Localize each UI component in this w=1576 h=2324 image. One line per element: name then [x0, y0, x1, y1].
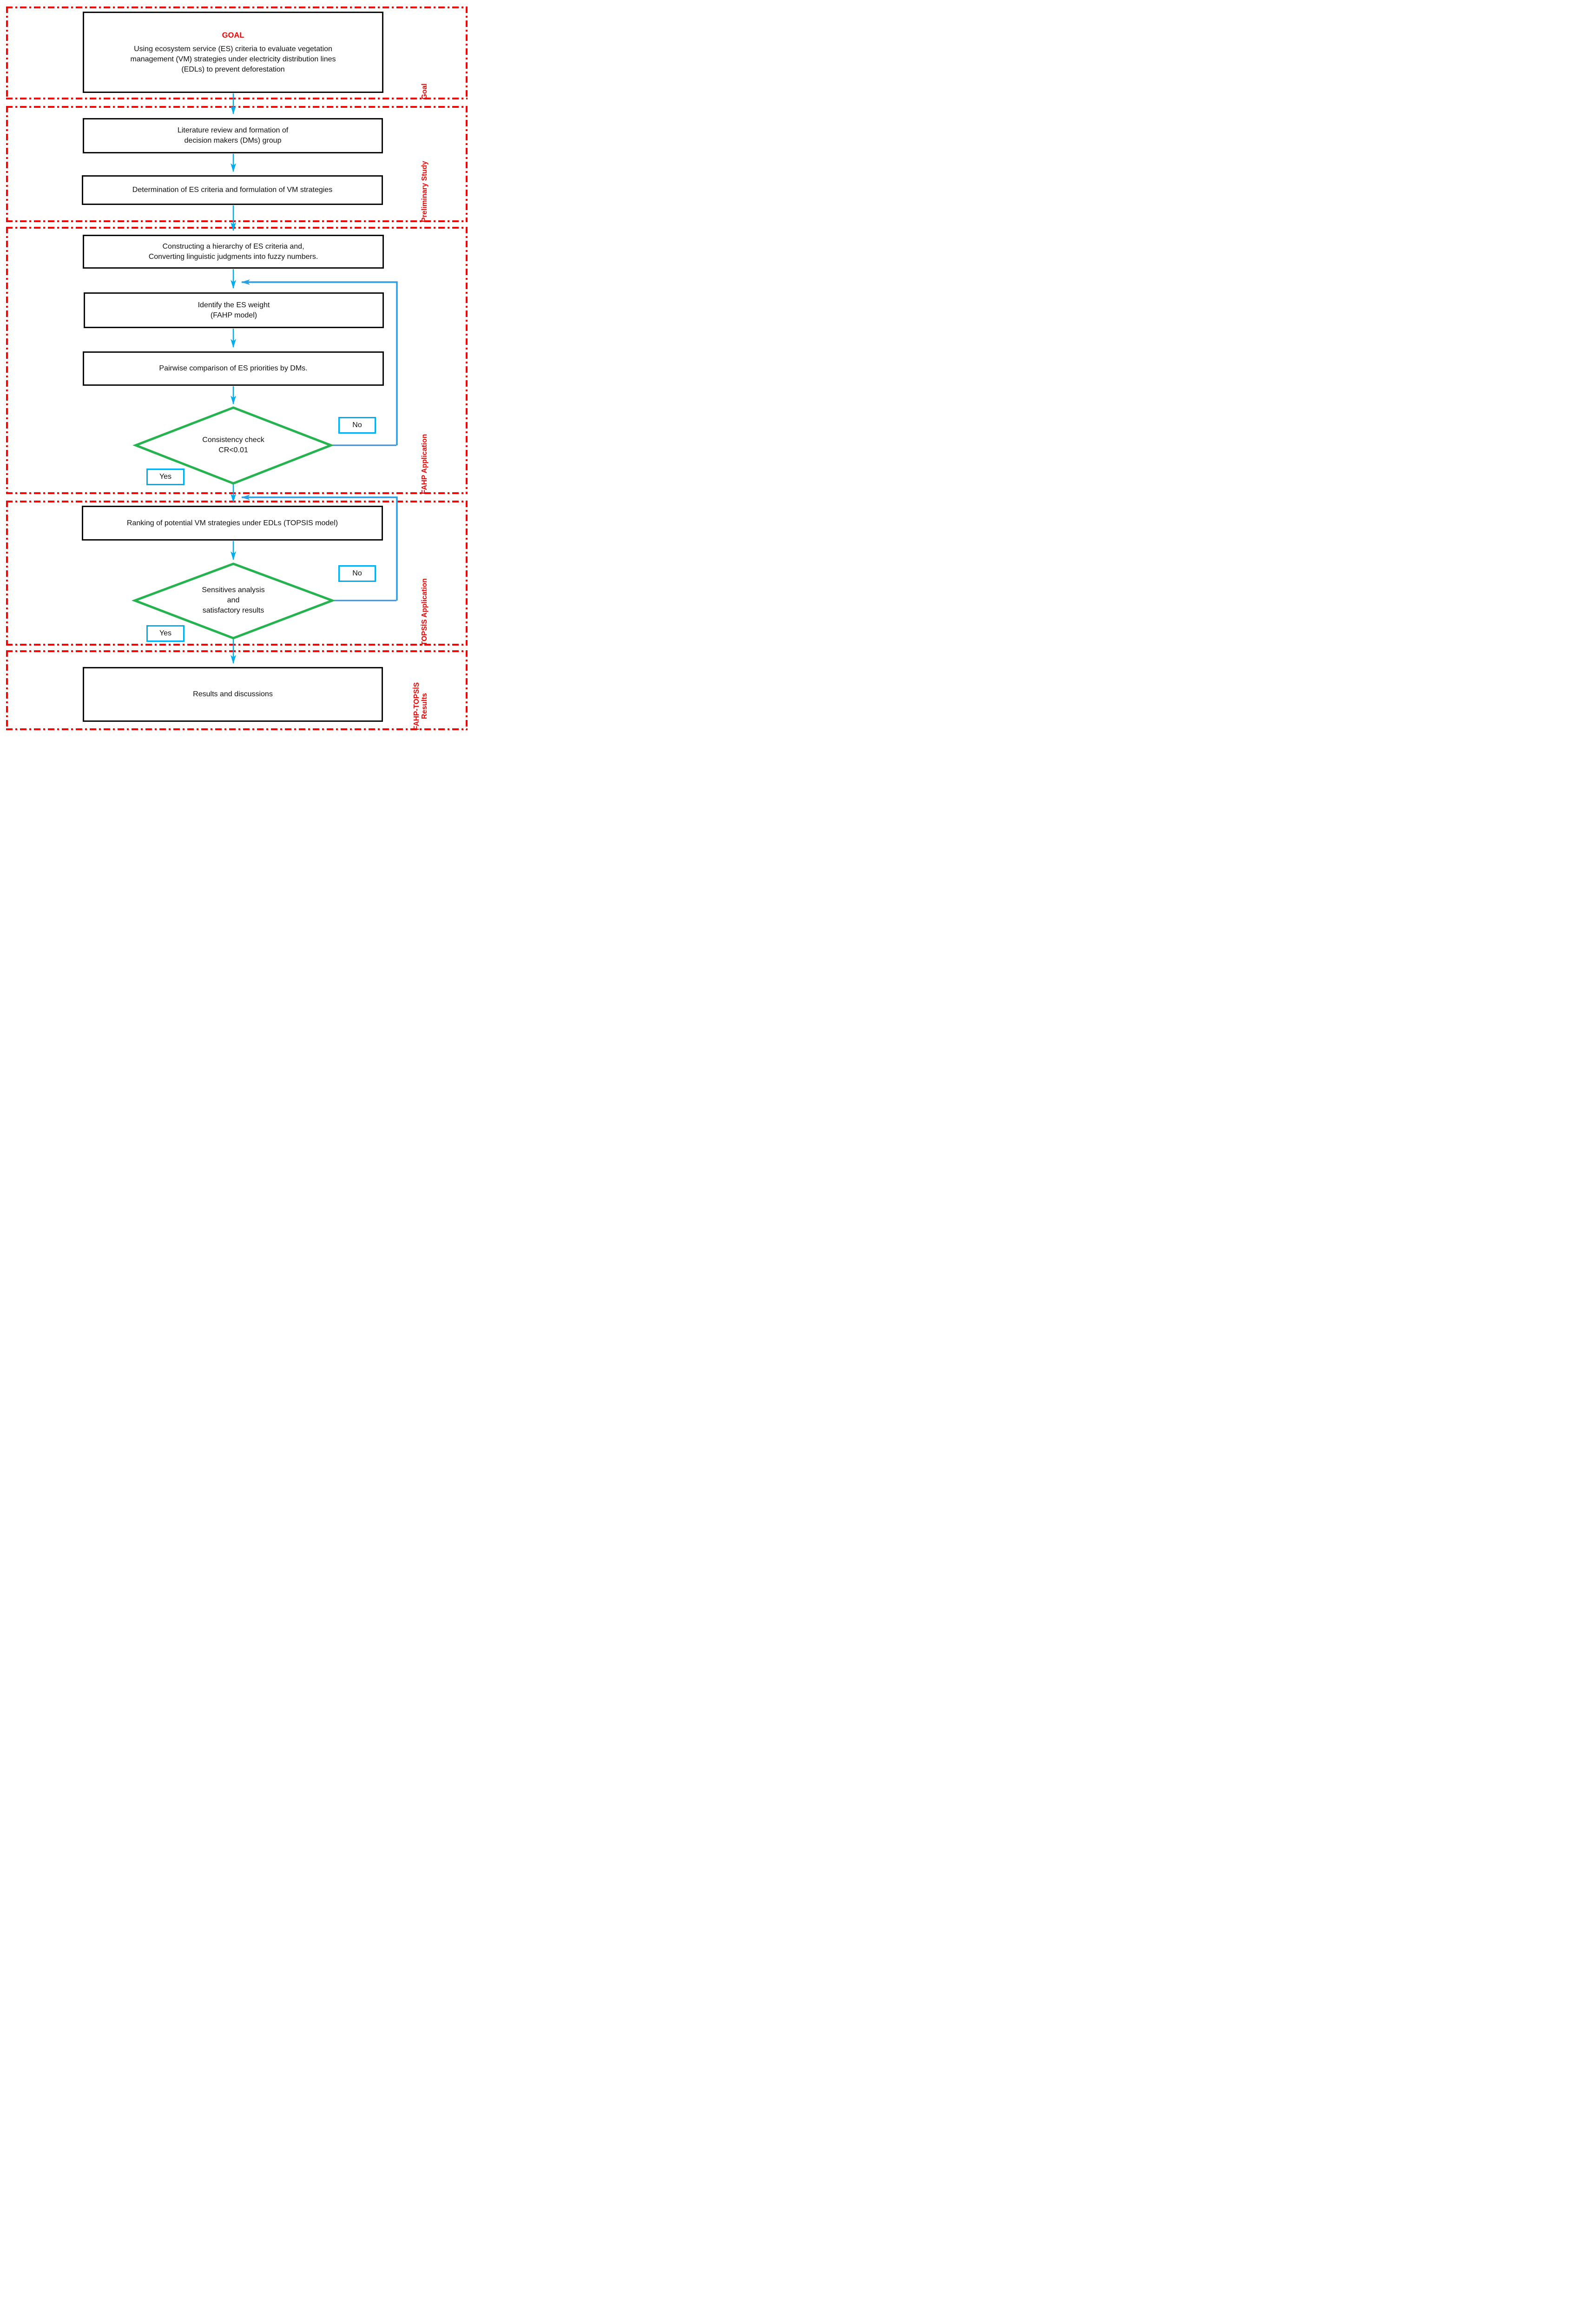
ranking-box: Ranking of potential VM strategies under…	[82, 506, 383, 541]
section-border	[6, 106, 468, 108]
section-border	[466, 106, 468, 222]
section-border	[6, 728, 468, 730]
section-preliminary	[6, 106, 468, 222]
side-label-goal: Goal	[421, 83, 429, 99]
flowchart-canvas: Goal Preliminary Study FAHP Application …	[0, 0, 473, 735]
section-border	[6, 98, 468, 99]
section-border	[466, 227, 468, 494]
pairwise-box: Pairwise comparison of ES priorities by …	[83, 351, 384, 386]
sensitivity-diamond-label: Sensitives analysis and satisfactory res…	[202, 586, 265, 614]
no-tag-fahp: No	[338, 417, 376, 434]
yes-tag-topsis: Yes	[146, 625, 185, 642]
section-border	[6, 7, 8, 99]
section-border	[466, 650, 468, 730]
section-border	[6, 106, 8, 222]
constructing-box: Constructing a hierarchy of ES criteria …	[83, 235, 384, 269]
side-label-preliminary: Preliminary Study	[421, 161, 429, 222]
section-border	[466, 501, 468, 646]
section-border	[6, 227, 8, 494]
yes-tag-fahp: Yes	[146, 469, 185, 485]
no-tag-topsis: No	[338, 565, 376, 582]
section-border	[6, 644, 468, 646]
section-border	[6, 492, 468, 494]
section-border	[6, 501, 468, 502]
goal-box-text: Using ecosystem service (ES) criteria to…	[130, 45, 336, 73]
literature-box: Literature review and formation of decis…	[83, 118, 383, 153]
section-results	[6, 650, 468, 730]
goal-box: GOAL Using ecosystem service (ES) criter…	[83, 12, 383, 93]
section-goal	[6, 7, 468, 99]
goal-box-title: GOAL	[222, 31, 244, 40]
section-border	[6, 220, 468, 222]
determination-box: Determination of ES criteria and formula…	[82, 175, 383, 205]
section-topsis	[6, 501, 468, 646]
section-border	[6, 650, 468, 652]
side-label-results: FAHP-TOPSİS Results	[413, 682, 429, 730]
consistency-diamond-label: Consistency check CR<0.01	[202, 436, 264, 454]
side-label-fahp: FAHP Application	[421, 434, 429, 494]
identify-weight-box: Identify the ES weight (FAHP model)	[84, 292, 384, 328]
results-box: Results and discussions	[83, 667, 383, 722]
section-border	[6, 7, 468, 8]
side-label-topsis: TOPSİS Application	[421, 578, 429, 646]
section-border	[466, 7, 468, 99]
section-fahp	[6, 227, 468, 494]
section-border	[6, 650, 8, 730]
section-border	[6, 227, 468, 229]
section-border	[6, 501, 8, 646]
